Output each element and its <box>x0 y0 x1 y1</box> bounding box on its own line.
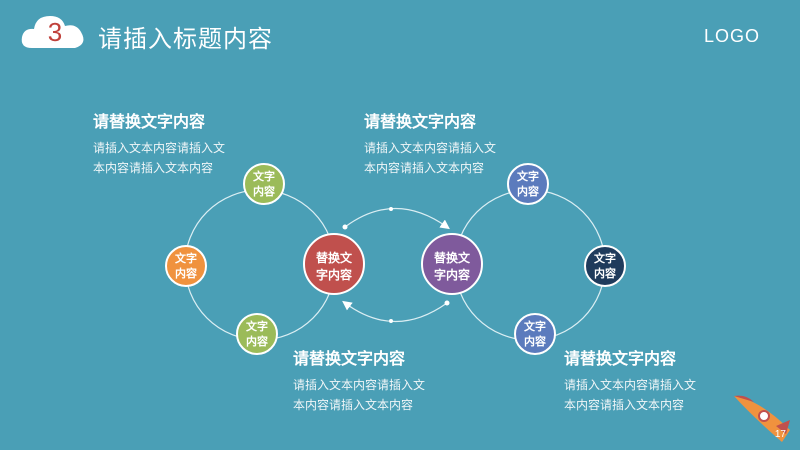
text-block-line: 本内容请插入文本内容 <box>293 398 414 412</box>
connector-dot <box>389 207 393 211</box>
text-block-line: 请插入文本内容请插入文 <box>293 378 426 392</box>
left-node-bottom: 文字 内容 <box>236 313 278 355</box>
connector-arrow-bottom <box>342 300 448 322</box>
text-block-bottom-left: 请替换文字内容 请插入文本内容请插入文 本内容请插入文本内容 <box>293 345 533 415</box>
text-block-line: 本内容请插入文本内容 <box>364 161 485 175</box>
node-label: 内容 <box>175 266 197 280</box>
node-label: 内容 <box>246 334 268 348</box>
text-block-bottom-right: 请替换文字内容 请插入文本内容请插入文 本内容请插入文本内容 <box>564 345 800 415</box>
text-block-top-left: 请替换文字内容 请插入文本内容请插入文 本内容请插入文本内容 <box>93 108 333 178</box>
node-label: 字内容 <box>316 267 352 282</box>
slide-number: 3 <box>47 17 63 47</box>
logo: LOGO <box>703 26 760 46</box>
text-block-title: 请替换文字内容 <box>364 112 477 131</box>
text-block-line: 本内容请插入文本内容 <box>93 161 214 175</box>
center-node-left: 替换文 字内容 <box>303 233 365 295</box>
node-label: 文字 <box>524 319 546 333</box>
left-node-middle: 文字 内容 <box>165 245 207 287</box>
left-node-top: 文字 内容 <box>243 163 285 205</box>
node-label: 内容 <box>524 334 546 348</box>
text-block-title: 请替换文字内容 <box>564 349 677 368</box>
cloud-icon <box>21 16 84 48</box>
page-number: 17 <box>774 429 786 440</box>
node-label: 内容 <box>594 266 616 280</box>
node-label: 字内容 <box>434 267 470 282</box>
text-block-line: 请插入文本内容请插入文 <box>564 378 697 392</box>
text-block-line: 请插入文本内容请插入文 <box>364 141 497 155</box>
rocket-icon <box>734 395 790 442</box>
right-node-middle: 文字 内容 <box>584 245 626 287</box>
node-label: 替换文 <box>316 250 353 265</box>
text-block-title: 请替换文字内容 <box>293 349 406 368</box>
connector-dot <box>444 300 450 306</box>
text-block-line: 本内容请插入文本内容 <box>564 398 685 412</box>
node-label: 文字 <box>517 169 539 183</box>
node-label: 替换文 <box>434 250 471 265</box>
connector-arrow-top <box>344 208 450 230</box>
node-label: 文字 <box>175 251 197 265</box>
right-node-top: 文字 内容 <box>507 163 549 205</box>
page-title: 请插入标题内容 <box>98 25 273 53</box>
node-label: 内容 <box>517 184 539 198</box>
text-block-line: 请插入文本内容请插入文 <box>93 141 226 155</box>
node-label: 文字 <box>594 251 616 265</box>
node-label: 文字 <box>253 169 275 183</box>
node-label: 文字 <box>246 319 268 333</box>
connector-dot <box>342 224 348 230</box>
right-node-bottom: 文字 内容 <box>514 313 556 355</box>
center-node-right: 替换文 字内容 <box>421 233 483 295</box>
text-block-top-right: 请替换文字内容 请插入文本内容请插入文 本内容请插入文本内容 <box>364 108 604 178</box>
node-label: 内容 <box>253 184 275 198</box>
slide-header: 3 请插入标题内容 LOGO <box>0 0 800 70</box>
text-block-title: 请替换文字内容 <box>93 112 206 131</box>
connector-dot <box>389 319 393 323</box>
